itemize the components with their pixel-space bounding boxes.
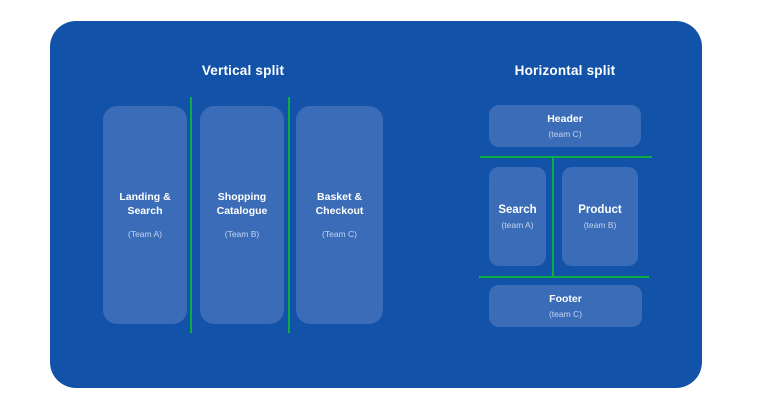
panel-header: Header (team C) (489, 105, 641, 147)
panel-shopping-catalogue: Shopping Catalogue (Team B) (200, 106, 284, 324)
panel-search: Search (team A) (489, 167, 546, 266)
panel-footer-title: Footer (549, 293, 582, 306)
panel-search-title: Search (498, 204, 537, 217)
panel-product: Product (team B) (562, 167, 638, 266)
panel-footer-team: (team C) (548, 308, 583, 319)
body-footer-divider (479, 276, 649, 278)
diagram-card: Vertical split Landing & Search (Team A)… (50, 21, 702, 388)
panel-search-team: (team A) (501, 219, 534, 230)
panel-header-team: (team C) (548, 128, 582, 139)
panel-basket-checkout: Basket & Checkout (Team C) (296, 106, 383, 324)
panel-basket-checkout-team: (Team C) (322, 228, 357, 239)
panel-landing-search-team: (Team A) (127, 228, 162, 239)
vertical-divider-1 (190, 97, 192, 333)
panel-basket-checkout-title: Basket & Checkout (315, 191, 364, 217)
panel-shopping-catalogue-title: Shopping Catalogue (216, 191, 268, 217)
vertical-divider-2 (288, 97, 290, 333)
panel-shopping-catalogue-team: (Team B) (224, 228, 260, 239)
panel-landing-search: Landing & Search (Team A) (103, 106, 187, 324)
search-product-divider (552, 156, 554, 278)
horizontal-split-title: Horizontal split (514, 63, 616, 78)
header-body-divider (480, 156, 652, 158)
panel-landing-search-title: Landing & Search (119, 191, 171, 217)
panel-product-team: (team B) (583, 219, 617, 230)
vertical-split-title: Vertical split (201, 63, 285, 78)
panel-footer: Footer (team C) (489, 285, 642, 327)
panel-product-title: Product (578, 204, 622, 217)
panel-header-title: Header (547, 113, 583, 126)
